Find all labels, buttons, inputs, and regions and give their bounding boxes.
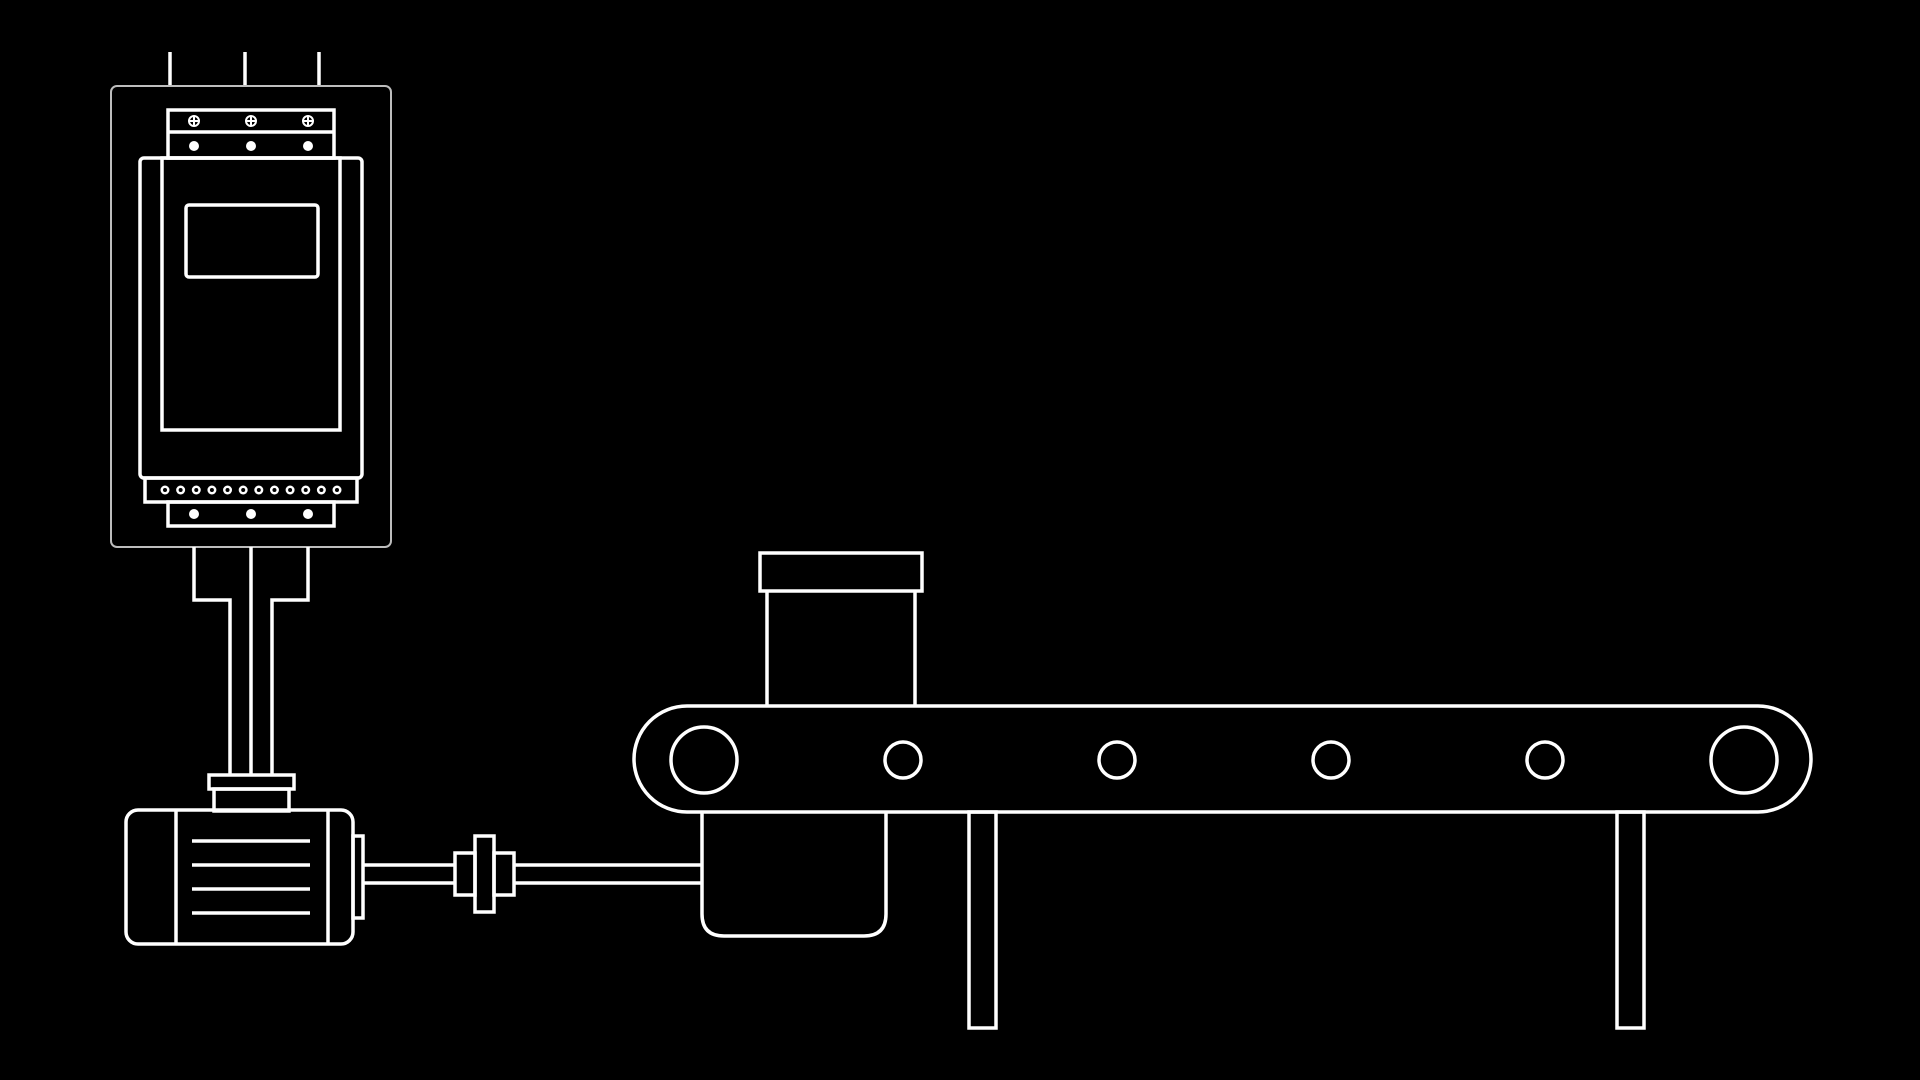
cooling-fins bbox=[192, 839, 310, 915]
shaft-coupling bbox=[453, 834, 516, 914]
terminal-screw-hole bbox=[303, 488, 308, 492]
terminal-dot bbox=[303, 509, 313, 519]
idler-roller bbox=[1097, 740, 1137, 780]
drive-pulley bbox=[669, 725, 739, 795]
terminal-screw-hole bbox=[319, 488, 324, 492]
screw-icon bbox=[302, 115, 314, 127]
terminal-dot bbox=[189, 509, 199, 519]
motor-terminal-box bbox=[207, 773, 296, 791]
bottom-terminal-block bbox=[166, 500, 336, 528]
conveyor-leg bbox=[967, 810, 998, 1030]
motor-power-cables bbox=[192, 547, 310, 776]
gearbox bbox=[700, 812, 888, 938]
terminal-screw-hole bbox=[335, 488, 339, 492]
terminal-dot bbox=[246, 141, 256, 151]
motor-housing bbox=[124, 808, 355, 946]
conveyor-leg bbox=[1615, 810, 1646, 1030]
terminal-screw-hole bbox=[256, 488, 261, 492]
drive-display-screen bbox=[184, 203, 320, 279]
electric-motor bbox=[124, 773, 365, 946]
idler-roller bbox=[883, 740, 923, 780]
idler-roller bbox=[1311, 740, 1351, 780]
screw-icon bbox=[245, 115, 257, 127]
drive-front-panel bbox=[160, 156, 342, 432]
box-lid bbox=[758, 551, 924, 593]
tail-pulley bbox=[1709, 725, 1779, 795]
idler-roller bbox=[1525, 740, 1565, 780]
terminal-screw-hole bbox=[163, 488, 167, 492]
screw-icon bbox=[188, 115, 200, 127]
terminal-screw-hole bbox=[272, 488, 277, 492]
terminal-screw-hole bbox=[241, 488, 246, 492]
output-shaft bbox=[514, 863, 702, 885]
belt-conveyor bbox=[632, 704, 1813, 1030]
control-terminal-strip bbox=[143, 476, 359, 504]
terminal-dot bbox=[246, 509, 256, 519]
terminal-dot bbox=[303, 141, 313, 151]
top-terminal-block bbox=[166, 108, 336, 160]
drive-shaft bbox=[363, 863, 455, 885]
terminal-screw-hole bbox=[288, 488, 293, 492]
terminal-dot bbox=[189, 141, 199, 151]
supply-wires bbox=[168, 52, 321, 86]
product-box bbox=[758, 551, 924, 706]
terminal-screw-hole bbox=[225, 488, 230, 492]
conveyor-belt bbox=[632, 704, 1813, 814]
terminal-screw-hole bbox=[194, 488, 199, 492]
terminal-screw-hole bbox=[178, 488, 183, 492]
terminal-screw-hole bbox=[209, 488, 214, 492]
motor-drive-controller bbox=[110, 52, 392, 548]
